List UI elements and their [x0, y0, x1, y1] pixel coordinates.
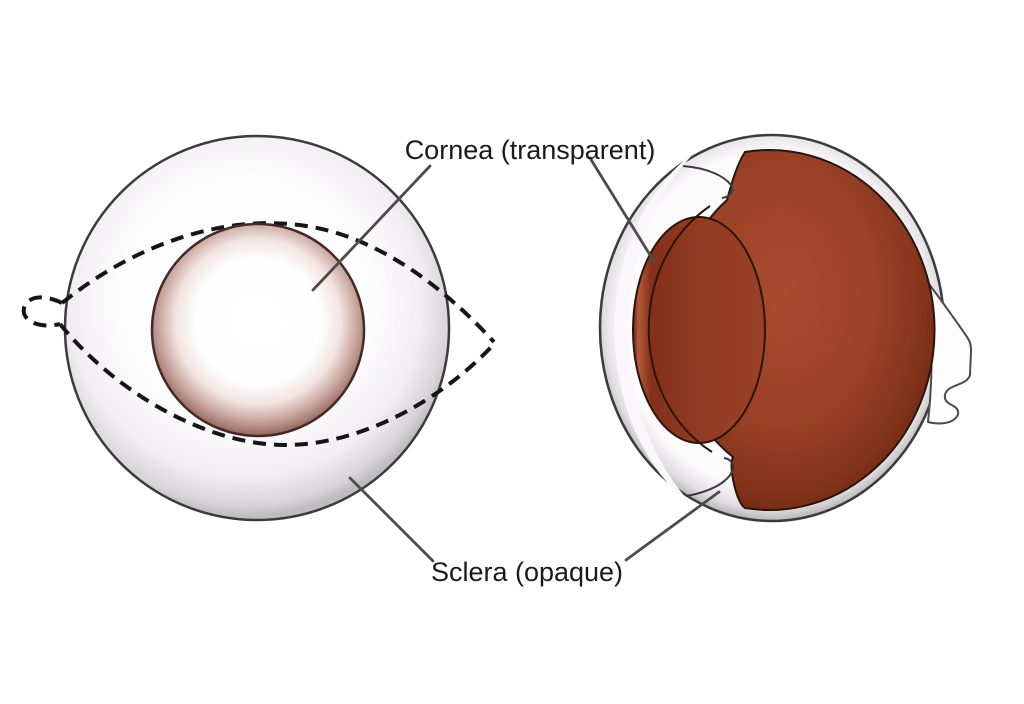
- cutaway-view-eyeball: [598, 133, 972, 523]
- sclera-label: Sclera (opaque): [431, 557, 623, 587]
- eyelid-lower-lid-line: [58, 322, 496, 448]
- front-view-eyeball: [21, 134, 496, 522]
- sclera-leader-line-right: [624, 490, 721, 562]
- leader-lines: [311, 156, 721, 563]
- eyelid-outline-dashed: [21, 221, 496, 448]
- cornea-leader-line-right: [588, 156, 657, 265]
- shell-cut-edge-sliver: [614, 150, 697, 510]
- optic-nerve: [925, 279, 972, 425]
- front-cornea-circle: [150, 222, 366, 438]
- cutaway-cornea-dome: [632, 216, 766, 444]
- cornea-leader-line-left: [311, 164, 432, 292]
- eyelid-upper-lid-line: [60, 221, 496, 344]
- sclera-leader-line-left: [348, 476, 435, 563]
- cornea-label: Cornea (transparent): [405, 135, 656, 165]
- shell-lip-curl-bottom: [685, 457, 735, 497]
- eyelid-corner-loop: [21, 295, 63, 328]
- shell-lip-curl-top: [682, 165, 734, 199]
- cornea-dome-contour-line: [647, 205, 713, 453]
